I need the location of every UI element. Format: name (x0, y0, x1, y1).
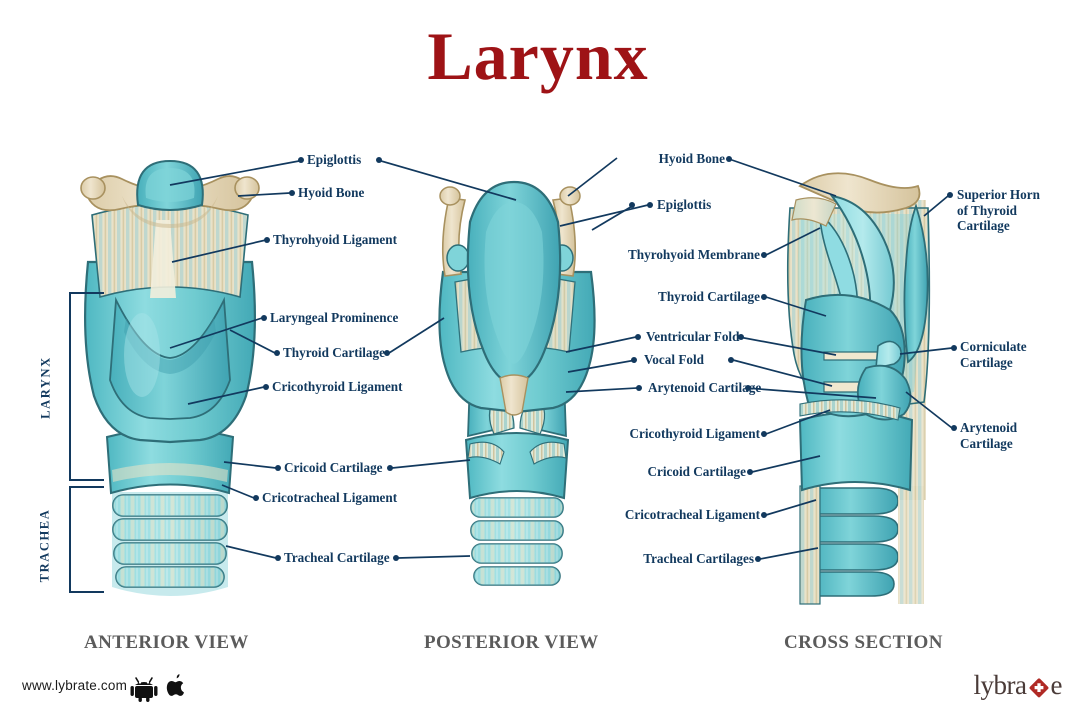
label-cricothyroid-ligament-2: Cricothyroid Ligament (629, 426, 760, 441)
label-hyoid-bone-2: Hyoid Bone (658, 151, 725, 166)
label-corniculate-cartilage: Corniculate Cartilage (960, 339, 1068, 370)
lybrate-cross-icon (1028, 675, 1050, 697)
label-line-1: Corniculate (960, 339, 1027, 354)
posterior-view-figure (438, 180, 596, 586)
anterior-view-figure (80, 159, 260, 596)
logo-text-left: lybra (973, 670, 1027, 700)
bracket-label-larynx: LARYNX (38, 356, 53, 419)
label-vocal-fold: Vocal Fold (644, 352, 704, 367)
label-line-2: Cartilage (960, 435, 1013, 451)
cross-trachea (799, 485, 924, 605)
lybrate-logo[interactable]: lybra e (973, 670, 1063, 701)
label-thyrohyoid-ligament: Thyrohyoid Ligament (273, 232, 397, 247)
caption-cross-section: CROSS SECTION (784, 632, 943, 653)
android-icon (130, 677, 158, 702)
label-thyroid-cartilage: Thyroid Cartilage (283, 345, 385, 360)
apple-icon (166, 674, 184, 696)
label-cricotracheal-ligament: Cricotracheal Ligament (262, 490, 398, 505)
label-thyroid-cartilage-2: Thyroid Cartilage (658, 289, 760, 304)
label-arytenoid-cartilage: Arytenoid Cartilage (960, 420, 1068, 451)
label-line-1: Arytenoid (960, 420, 1018, 435)
bracket-trachea (69, 486, 104, 593)
region-brackets (69, 292, 104, 593)
footer-store-icons (130, 674, 184, 702)
label-epiglottis-2: Epiglottis (657, 197, 712, 212)
label-line-2: of Thyroid (957, 202, 1017, 218)
label-line-2: Cartilage (960, 354, 1013, 370)
label-arytenoid-cartilage-2: Arytenoid Cartilage (648, 380, 762, 395)
label-ventricular-fold: Ventricular Fold (646, 329, 740, 344)
label-hyoid-bone: Hyoid Bone (298, 185, 365, 200)
label-cricoid-cartilage: Cricoid Cartilage (284, 460, 383, 475)
label-line-3: Cartilage (957, 218, 1010, 234)
leader-dots (253, 156, 957, 562)
site-url[interactable]: www.lybrate.com (22, 678, 128, 693)
logo-text-right: e (1050, 670, 1063, 700)
label-line-1: Superior Horn (957, 187, 1040, 202)
leader-lines (169, 157, 953, 560)
caption-anterior-view: ANTERIOR VIEW (84, 632, 249, 653)
cross-section-figure (786, 172, 931, 605)
label-tracheal-cartilages: Tracheal Cartilages (643, 551, 754, 566)
bracket-larynx (69, 292, 104, 481)
page-title: Larynx (427, 18, 649, 94)
label-thyrohyoid-membrane: Thyrohyoid Membrane (627, 247, 760, 262)
label-epiglottis: Epiglottis (307, 152, 362, 167)
label-tracheal-cartilage: Tracheal Cartilage (284, 550, 390, 565)
posterior-trachea (470, 497, 564, 586)
anterior-trachea (112, 492, 228, 596)
label-cricothyroid-ligament: Cricothyroid Ligament (272, 379, 403, 394)
label-cricotracheal-ligament-2: Cricotracheal Ligament (624, 507, 760, 522)
label-superior-horn-of-thyroid-cartilage: Superior Horn of Thyroid Cartilage (957, 187, 1069, 234)
label-cricoid-cartilage-2: Cricoid Cartilage (647, 464, 746, 479)
caption-posterior-view: POSTERIOR VIEW (424, 632, 599, 653)
bracket-label-trachea: TRACHEA (37, 508, 52, 583)
label-laryngeal-prominence: Laryngeal Prominence (270, 310, 399, 325)
